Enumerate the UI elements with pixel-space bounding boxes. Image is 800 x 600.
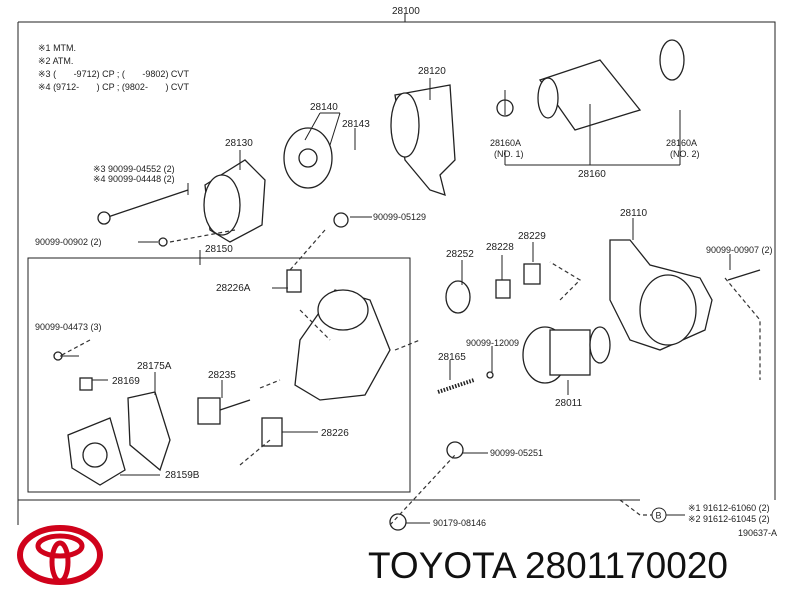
label-90099-00902: 90099-00902 (2) <box>35 237 102 247</box>
label-28175a: 28175A <box>137 361 172 372</box>
toyota-logo <box>17 525 103 585</box>
label-28160a-2: 28160A <box>666 138 697 148</box>
label-90099-05251: 90099-05251 <box>490 448 543 458</box>
label-28130: 28130 <box>225 138 253 149</box>
product-title: TOYOTA 2801170020 <box>368 545 728 587</box>
label-90099-12009: 90099-12009 <box>466 338 519 348</box>
label-90099-04473: 90099-04473 (3) <box>35 322 102 332</box>
note-3: ※3 ( -9712) CP ; ( -9802) CVT <box>38 69 189 79</box>
label-90099-00907: 90099-00907 (2) <box>706 245 773 255</box>
note-1: ※1 MTM. <box>38 43 76 53</box>
label-28160: 28160 <box>578 169 606 180</box>
leader-lines <box>59 78 761 526</box>
label-circle-b: B <box>656 511 662 521</box>
label-bolt-4: ※4 90099-04448 (2) <box>93 174 175 184</box>
label-28226a: 28226A <box>216 283 251 294</box>
label-91612-61060: ※1 91612-61060 (2) <box>688 503 770 513</box>
label-28169: 28169 <box>112 376 140 387</box>
label-28160a-1: 28160A <box>490 138 521 148</box>
notes: ※1 MTM. ※2 ATM. ※3 ( -9712) CP ; ( -9802… <box>38 43 189 92</box>
label-28252: 28252 <box>446 249 474 260</box>
label-91612-61045: ※2 91612-61045 (2) <box>688 514 770 524</box>
part-labels: 28120 28140 28143 28130 ※3 90099-04552 (… <box>35 66 777 538</box>
label-bolt-3: ※3 90099-04552 (2) <box>93 164 175 174</box>
label-28159b: 28159B <box>165 470 200 481</box>
part-drawings <box>53 39 761 531</box>
part-number: 2801170020 <box>524 545 728 586</box>
label-28100: 28100 <box>392 6 420 17</box>
note-2: ※2 ATM. <box>38 56 73 66</box>
label-28228: 28228 <box>486 242 514 253</box>
subassembly-frame-28150 <box>27 257 411 493</box>
label-28229: 28229 <box>518 231 546 242</box>
assembly-frame <box>17 21 776 525</box>
label-90179-08146: 90179-08146 <box>433 518 486 528</box>
label-28235: 28235 <box>208 370 236 381</box>
label-28226: 28226 <box>321 428 349 439</box>
label-reference: 190637-A <box>738 528 777 538</box>
note-4: ※4 (9712- ) CP ; (9802- ) CVT <box>38 82 189 92</box>
label-28165: 28165 <box>438 352 466 363</box>
label-28110: 28110 <box>620 208 648 219</box>
brand-name: TOYOTA <box>368 545 515 586</box>
label-90099-05129: 90099-05129 <box>373 212 426 222</box>
label-28120: 28120 <box>418 66 446 77</box>
label-28150: 28150 <box>205 244 233 255</box>
svg-text:(NO. 1): (NO. 1) <box>494 149 524 159</box>
svg-text:(NO. 2): (NO. 2) <box>670 149 700 159</box>
label-28140: 28140 <box>310 102 338 113</box>
label-28011: 28011 <box>555 398 583 409</box>
label-28143: 28143 <box>342 119 370 130</box>
